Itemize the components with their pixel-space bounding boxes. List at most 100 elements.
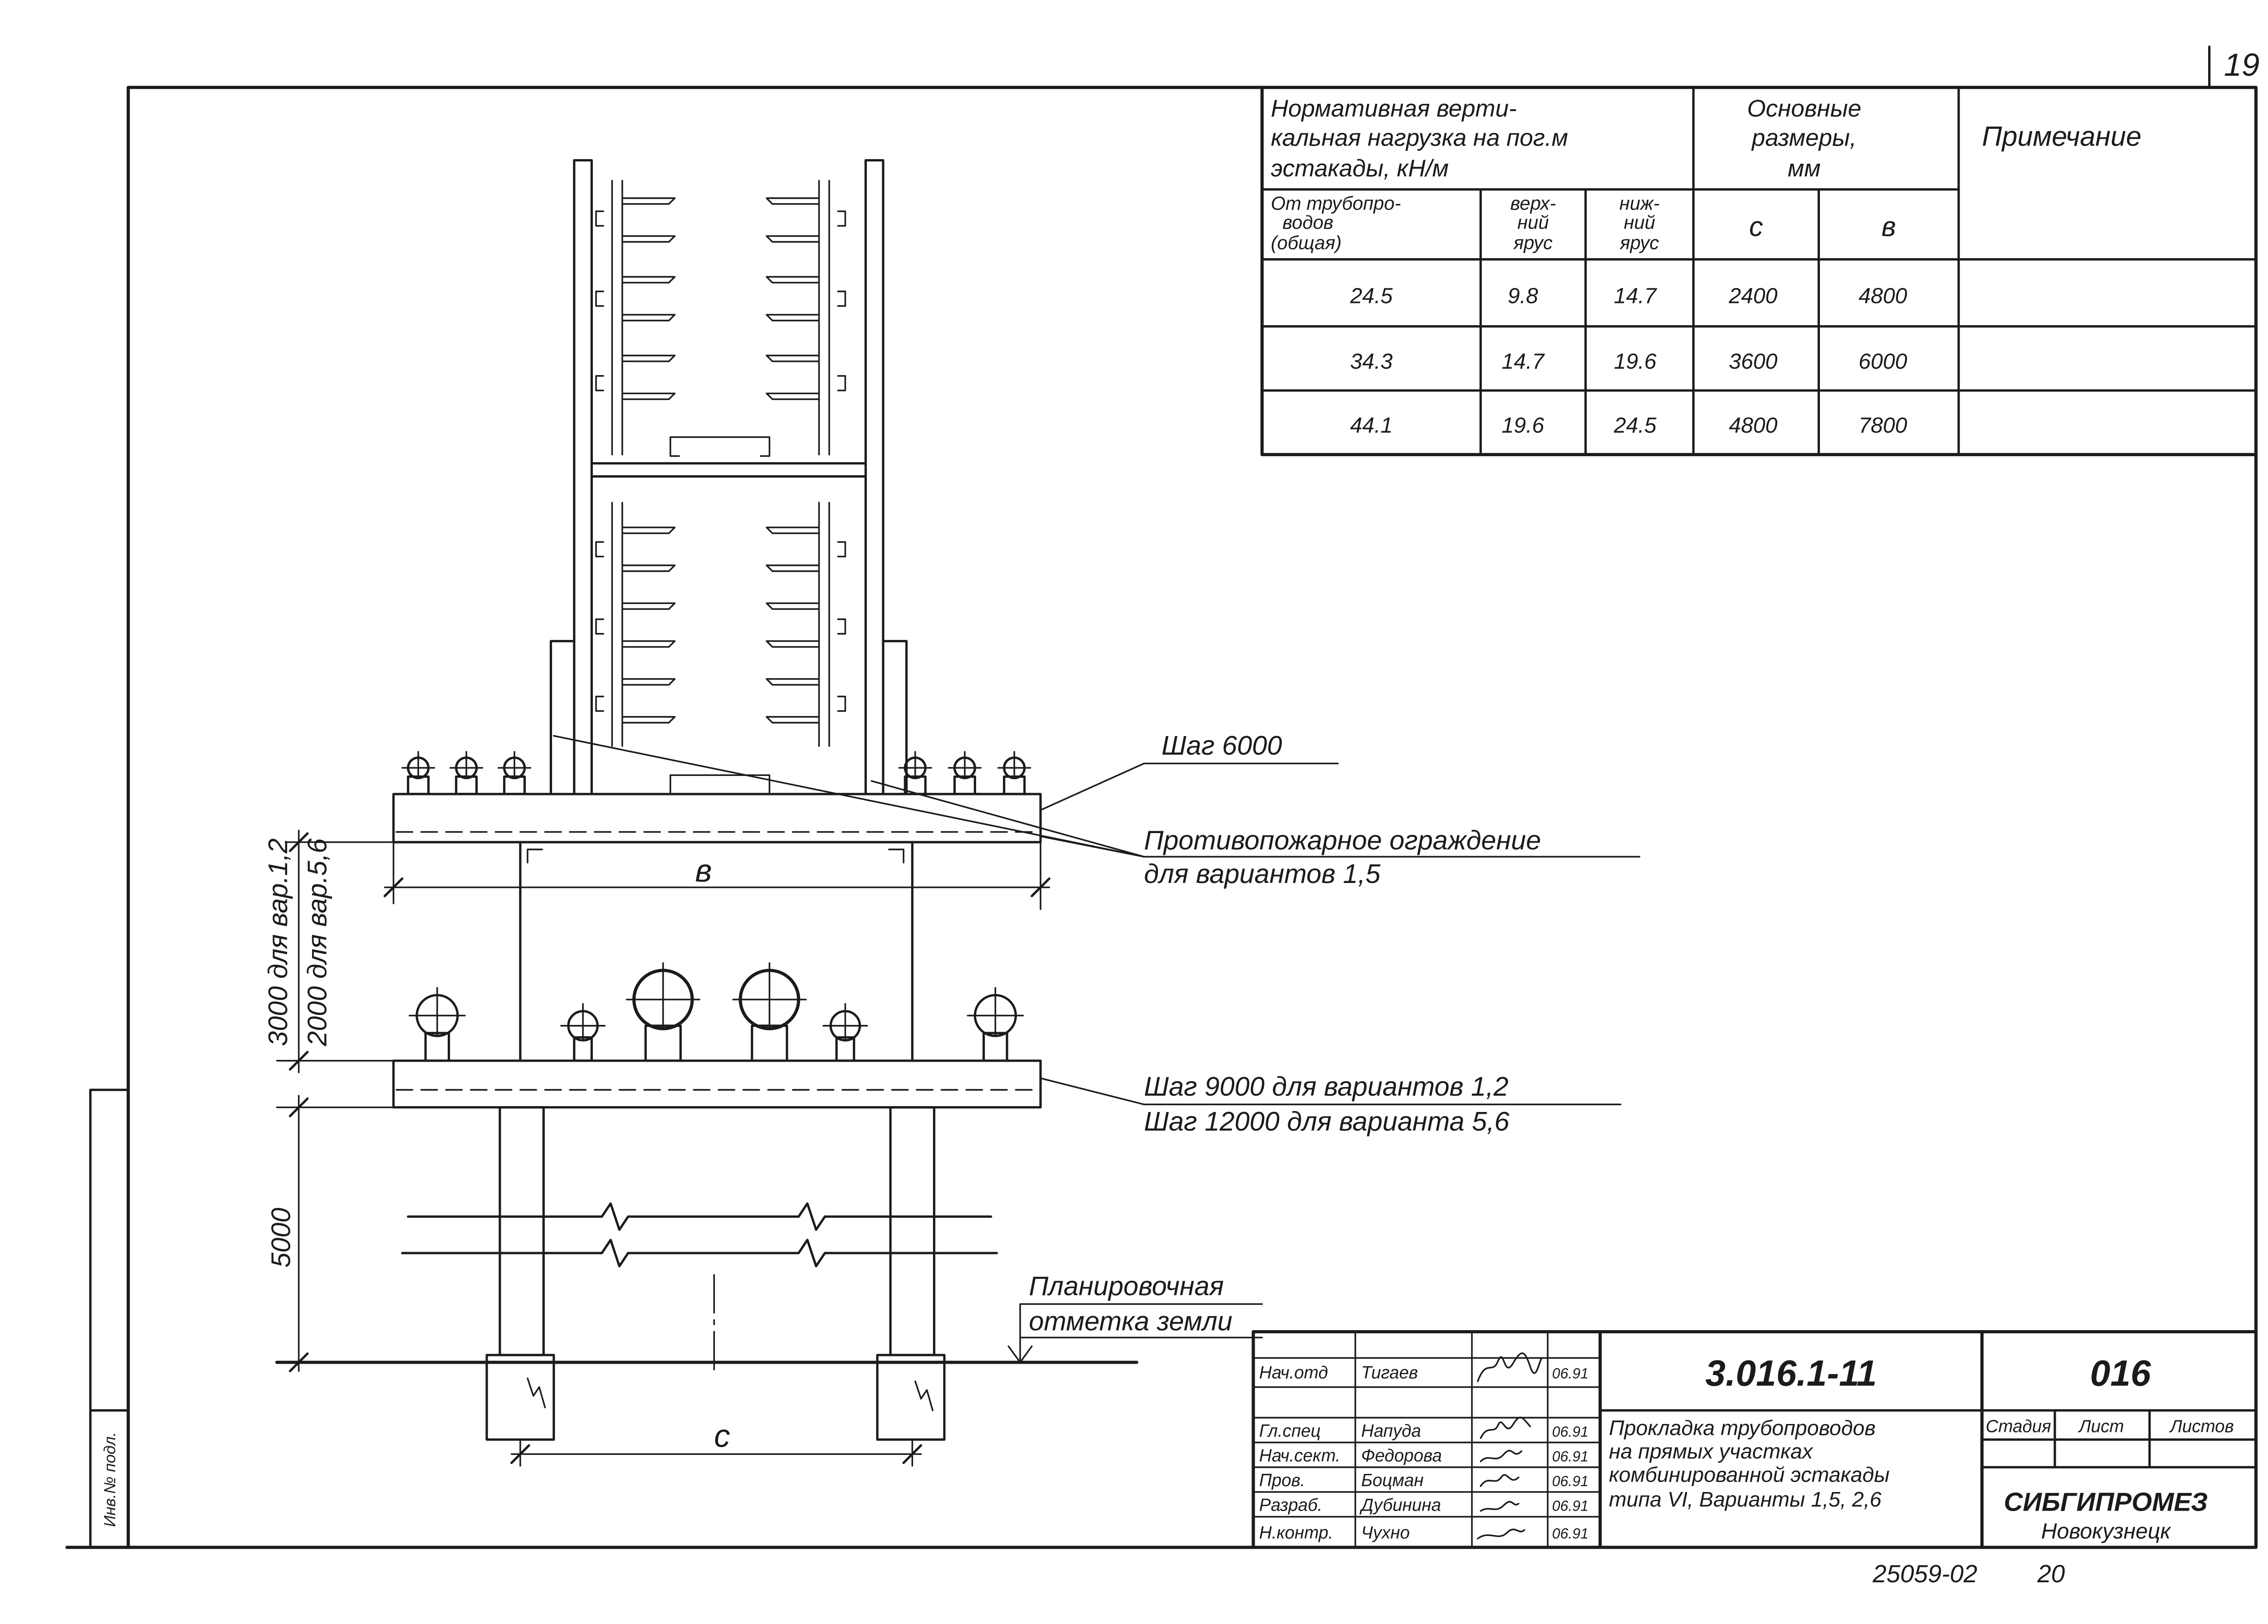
table-sub-b: в [1882,211,1896,242]
leader-step-6000 [1040,762,1339,811]
staff-role: Гл.спец [1259,1421,1321,1441]
ground-mark-label-2: отметка земли [1029,1306,1232,1336]
staff-role: Нач.сект. [1259,1446,1340,1465]
fire-barrier-label: Противопожарное ограждение [1144,825,1541,855]
dimension-c [510,1444,923,1464]
table-cell: 44.1 [1350,413,1393,438]
table-cell: 2400 [1728,283,1777,308]
pipe-rack-left-upper [595,180,676,456]
dimension-b-label: в [695,853,712,888]
leader-ground-mark [1007,1303,1263,1363]
staff-name: Чухно [1361,1523,1410,1543]
table-cell: 4800 [1729,413,1777,438]
footer-code: 25059-02 [1872,1560,1977,1588]
staff-date: 06.91 [1552,1473,1589,1489]
dimension-3000-label: 3000 для вар.1,2 [263,839,293,1046]
pipe-lower-4 [732,962,807,1062]
sheet-code: 016 [2090,1353,2151,1394]
load-table: Нормативная верти- кальная нагрузка на п… [1260,86,2258,456]
pipe-rack-right-lower [766,502,846,747]
step-12000-label: Шаг 12000 для варианта 5,6 [1144,1106,1510,1136]
table-cell: 6000 [1858,349,1907,374]
table-cell: 24.5 [1613,413,1657,438]
organization-city: Новокузнецк [2041,1519,2172,1544]
document-designation: 3.016.1-11 [1706,1353,1877,1394]
staff-role: Пров. [1259,1471,1305,1490]
table-cell: 24.5 [1349,283,1393,308]
staff-name: Напуда [1361,1421,1421,1441]
organization-name: СИБГИПРОМЕЗ [2004,1488,2208,1517]
dimension-5000-label: 5000 [265,1208,296,1268]
fire-barrier-variants: для вариантов 1,5 [1144,858,1381,889]
table-header-dims-line: размеры, [1751,124,1857,151]
table-cell: 14.7 [1614,283,1657,308]
staff-date: 06.91 [1552,1498,1589,1514]
upper-frame [549,159,908,795]
table-sub-lower-line: ний [1624,211,1655,233]
table-sub-lower-line: ниж- [1619,193,1660,214]
pipe-lower-2 [560,1003,606,1062]
table-sub-pipelines-line: От трубопро- [1271,193,1401,214]
staff-date: 06.91 [1552,1448,1589,1464]
dimension-2000-label: 2000 для вар.5,6 [302,838,332,1047]
leader-step-9000 [1040,1077,1622,1106]
footer-page: 20 [2037,1560,2065,1588]
table-sub-upper-line: ний [1517,211,1549,233]
lower-tier-frame [519,841,914,1062]
title-block [1251,1330,2258,1549]
pipe-lower-6 [967,987,1024,1062]
stage-label: Стадия [1986,1417,2051,1436]
dimension-lower-height [276,1095,395,1372]
table-header-dims-line: Основные [1747,95,1862,122]
table-sub-pipelines-line: (общая) [1271,232,1342,253]
table-cell: 19.6 [1501,413,1544,438]
lower-tier-beam [392,1059,1042,1109]
table-cell: 34.3 [1350,349,1393,374]
table-header-notes: Примечание [1982,121,2141,151]
staff-name: Дубинина [1359,1496,1441,1515]
table-sub-upper-line: верх- [1510,193,1556,214]
table-sub-upper-line: ярус [1513,232,1553,253]
sheet-frame [65,45,2258,1549]
channel-beam-upper [670,436,771,457]
staff-date: 06.91 [1552,1424,1589,1440]
staff-date: 06.91 [1552,1365,1589,1381]
table-sub-c: с [1749,211,1763,242]
dimension-c-label: с [714,1418,730,1453]
staff-date: 06.91 [1552,1526,1589,1542]
table-cell: 14.7 [1501,349,1545,374]
table-header-load-line: Нормативная верти- [1271,95,1517,122]
ground-mark-label: Планировочная [1029,1271,1224,1301]
drawing-title-line: комбинированной эстакады [1609,1463,1890,1486]
staff-name: Тигаев [1361,1363,1418,1382]
table-cell: 9.8 [1508,283,1538,308]
step-9000-label: Шаг 9000 для вариантов 1,2 [1144,1071,1508,1102]
signature-scribbles [1477,1352,1543,1540]
table-cell: 19.6 [1614,349,1657,374]
table-sub-pipelines-line: водов [1282,211,1333,233]
pipe-lower-5 [822,1003,868,1062]
pipe-rack-left-lower [595,502,676,747]
table-cell: 7800 [1858,413,1907,438]
page-number: 19 [2224,47,2260,83]
table-cell: 3600 [1729,349,1777,374]
drawing-title-line: типа VI, Варианты 1,5, 2,6 [1609,1487,1882,1511]
left-margin-label: Инв.№ подл. [101,1432,119,1527]
table-cell: 4800 [1858,283,1907,308]
table-header-dims-line: мм [1788,155,1821,182]
leader-fire-barrier [553,735,1641,858]
table-header-load-line: эстакады, кН/м [1271,155,1449,182]
staff-role: Нач.отд [1259,1363,1328,1382]
staff-role: Н.контр. [1259,1523,1333,1543]
pipe-lower-1 [409,987,466,1062]
table-sub-lower-line: ярус [1619,232,1659,253]
staff-name: Боцман [1361,1471,1424,1490]
break-lines [401,1202,998,1268]
dimension-upper-tier-height [276,829,395,1073]
pipe-lower-3 [626,962,700,1062]
table-header-load-line: кальная нагрузка на пог.м [1271,124,1568,151]
drawing-title-line: на прямых участках [1609,1439,1813,1463]
drawing-title-line: Прокладка трубопроводов [1609,1416,1876,1440]
